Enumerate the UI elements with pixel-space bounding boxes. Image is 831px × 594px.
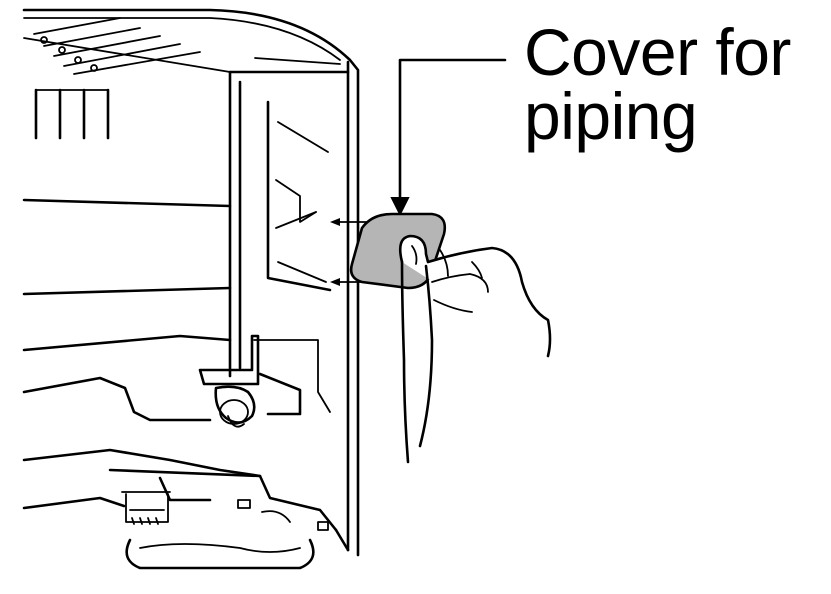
unit-housing (22, 8, 360, 557)
callout-line-2: piping (524, 79, 698, 153)
hand (398, 234, 552, 464)
body-lines (22, 198, 262, 510)
callout-arrow (390, 58, 507, 217)
drain-connector (198, 334, 302, 428)
frame-post (228, 70, 242, 378)
top-grille (33, 17, 201, 75)
piping-recess (253, 100, 332, 413)
lower-chassis (108, 468, 350, 570)
front-slats (34, 88, 110, 140)
callout-line-1: Cover for (524, 15, 791, 89)
callout-label: Cover for piping (524, 15, 791, 153)
